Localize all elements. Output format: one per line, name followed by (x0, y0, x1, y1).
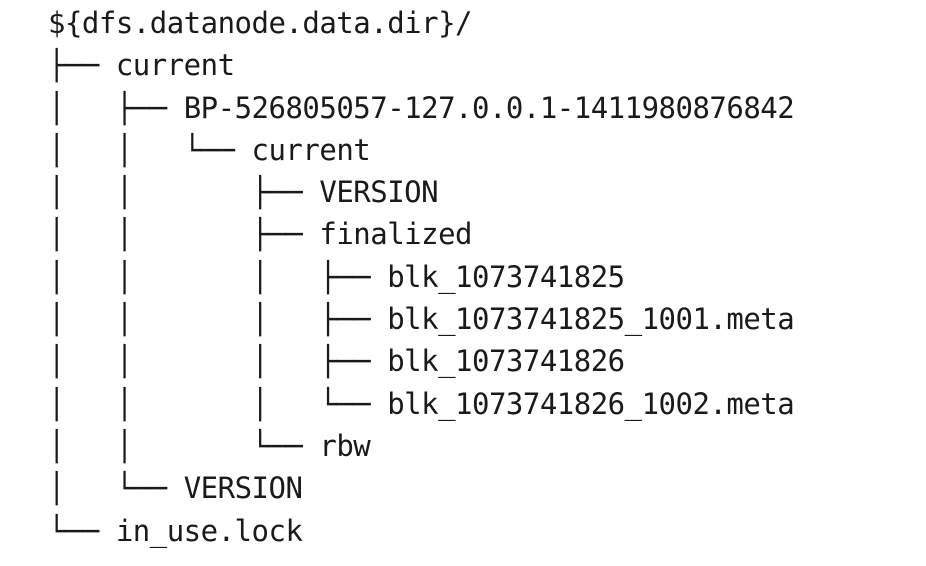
tree-connector: │ │ ├── (48, 175, 320, 210)
tree-connector: │ └── (48, 471, 184, 506)
tree-connector: │ │ └── (48, 132, 252, 167)
tree-entry-name: ${dfs.datanode.data.dir}/ (48, 6, 473, 40)
tree-line: │ │ └── current (48, 129, 794, 171)
tree-entry-name: in_use.lock (115, 513, 303, 548)
tree-connector: │ │ │ ├── (48, 344, 388, 379)
tree-entry-name: current (115, 48, 235, 83)
tree-line: │ │ │ ├── blk_1073741826 (48, 340, 794, 382)
tree-line: │ ├── BP-526805057-127.0.0.1-14119808768… (48, 87, 795, 129)
tree-connector: └── (48, 513, 116, 548)
tree-entry-name: VERSION (319, 175, 439, 210)
tree-entry-name: blk_1073741825 (387, 259, 625, 294)
directory-tree: ${dfs.datanode.data.dir}/ ├── current │ … (48, 2, 795, 552)
tree-line: │ │ │ ├── blk_1073741825_1001.meta (48, 298, 795, 340)
tree-line: │ │ └── rbw (48, 425, 794, 467)
tree-entry-name: finalized (319, 217, 472, 252)
tree-entry-name: blk_1073741825_1001.meta (387, 302, 795, 337)
tree-connector: │ │ │ └── (48, 386, 388, 421)
tree-line: ├── current (48, 44, 794, 86)
tree-entry-name: VERSION (183, 471, 303, 506)
tree-entry-name: blk_1073741826_1002.meta (387, 386, 795, 421)
tree-connector: │ │ └── (48, 428, 320, 463)
tree-line: │ └── VERSION (48, 467, 794, 509)
tree-connector: │ │ ├── (48, 217, 320, 252)
tree-connector: │ │ │ ├── (48, 259, 388, 294)
tree-line: │ │ │ └── blk_1073741826_1002.meta (48, 383, 795, 425)
tree-connector: ├── (48, 48, 116, 83)
tree-line: │ │ ├── VERSION (48, 171, 794, 213)
tree-root: ${dfs.datanode.data.dir}/ (48, 2, 794, 44)
tree-line: └── in_use.lock (48, 510, 794, 552)
tree-entry-name: rbw (319, 428, 371, 463)
tree-entry-name: blk_1073741826 (387, 344, 625, 379)
tree-line: │ │ │ ├── blk_1073741825 (48, 256, 794, 298)
tree-line: │ │ ├── finalized (48, 213, 794, 255)
tree-entry-name: BP-526805057-127.0.0.1-1411980876842 (183, 90, 795, 125)
tree-entry-name: current (251, 132, 371, 167)
tree-connector: │ │ │ ├── (48, 302, 388, 337)
tree-connector: │ ├── (48, 90, 184, 125)
